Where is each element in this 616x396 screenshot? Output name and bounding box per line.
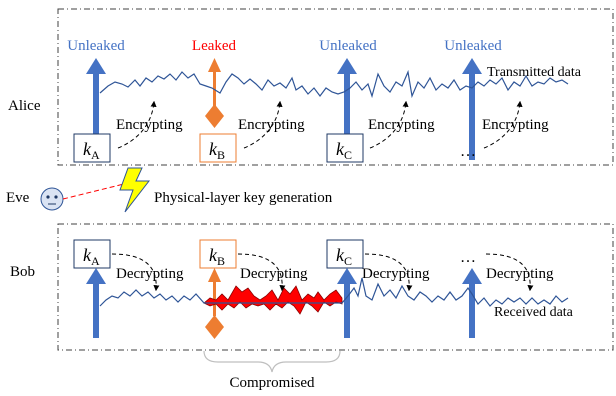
encrypt-curve-d — [483, 100, 523, 149]
key-generation-label: Physical-layer key generation — [154, 190, 333, 206]
decrypt-curve-c — [364, 253, 413, 292]
alice-label: Alice — [8, 98, 41, 114]
compromised-region — [203, 285, 343, 315]
alice-ellipsis: … — [460, 143, 476, 160]
status-label-b: Leaked — [192, 38, 237, 54]
decrypt-curve-b — [237, 253, 286, 292]
encrypting-label-a: Encrypting — [116, 117, 183, 133]
encrypting-label-d: Encrypting — [482, 117, 549, 133]
svg-text:kC: kC — [336, 245, 352, 268]
transmitted-data-label: Transmitted data — [487, 65, 582, 80]
svg-text:kA: kA — [83, 139, 100, 162]
bob-key-arrow-d — [462, 268, 482, 338]
eve-face-icon — [40, 187, 64, 211]
alice-key-arrow-b — [205, 58, 224, 128]
decrypt-curve-a — [111, 253, 160, 292]
alice-panel-frame — [57, 8, 614, 166]
eve-label: Eve — [6, 190, 30, 206]
decrypt-curve-d — [485, 253, 534, 292]
status-label-c: Unleaked — [319, 38, 377, 54]
decrypting-label-c: Decrypting — [362, 266, 430, 282]
alice-key-box-a: kA — [73, 133, 111, 163]
bob-ellipsis: … — [460, 249, 476, 266]
received-waveform — [99, 277, 569, 307]
alice-key-arrow-d — [462, 58, 482, 160]
bob-panel-frame — [57, 223, 614, 351]
svg-text:kB: kB — [209, 245, 225, 268]
compromised-label: Compromised — [230, 375, 315, 391]
bob-key-box-a: kA — [73, 239, 111, 269]
svg-text:kC: kC — [336, 139, 352, 162]
decrypting-label-d: Decrypting — [486, 266, 554, 282]
decrypting-label-a: Decrypting — [116, 266, 184, 282]
compromised-bracket — [203, 350, 341, 373]
eve-eavesdrop-link — [62, 182, 129, 200]
bob-key-box-c: kC — [326, 239, 364, 269]
alice-key-box-b: kB — [199, 133, 237, 163]
received-data-label: Received data — [494, 305, 574, 320]
bob-key-arrow-b — [205, 268, 224, 339]
status-label-a: Unleaked — [67, 38, 125, 54]
bob-key-arrow-a — [86, 268, 106, 338]
encrypting-label-b: Encrypting — [238, 117, 305, 133]
bob-key-box-b: kB — [199, 239, 237, 269]
bob-label: Bob — [10, 264, 35, 280]
alice-key-box-c: kC — [326, 133, 364, 163]
bob-key-arrow-c — [337, 268, 357, 338]
encrypt-curve-c — [369, 100, 409, 149]
alice-key-arrow-a — [86, 58, 106, 160]
decrypting-label-b: Decrypting — [240, 266, 308, 282]
encrypt-curve-b — [243, 100, 283, 149]
svg-text:kB: kB — [209, 139, 225, 162]
encrypting-label-c: Encrypting — [368, 117, 435, 133]
lightning-icon — [119, 167, 151, 213]
encrypt-curve-a — [117, 100, 157, 149]
svg-text:kA: kA — [83, 245, 100, 268]
status-label-d: Unleaked — [444, 38, 502, 54]
transmitted-waveform — [99, 69, 569, 99]
alice-key-arrow-c — [337, 58, 357, 160]
